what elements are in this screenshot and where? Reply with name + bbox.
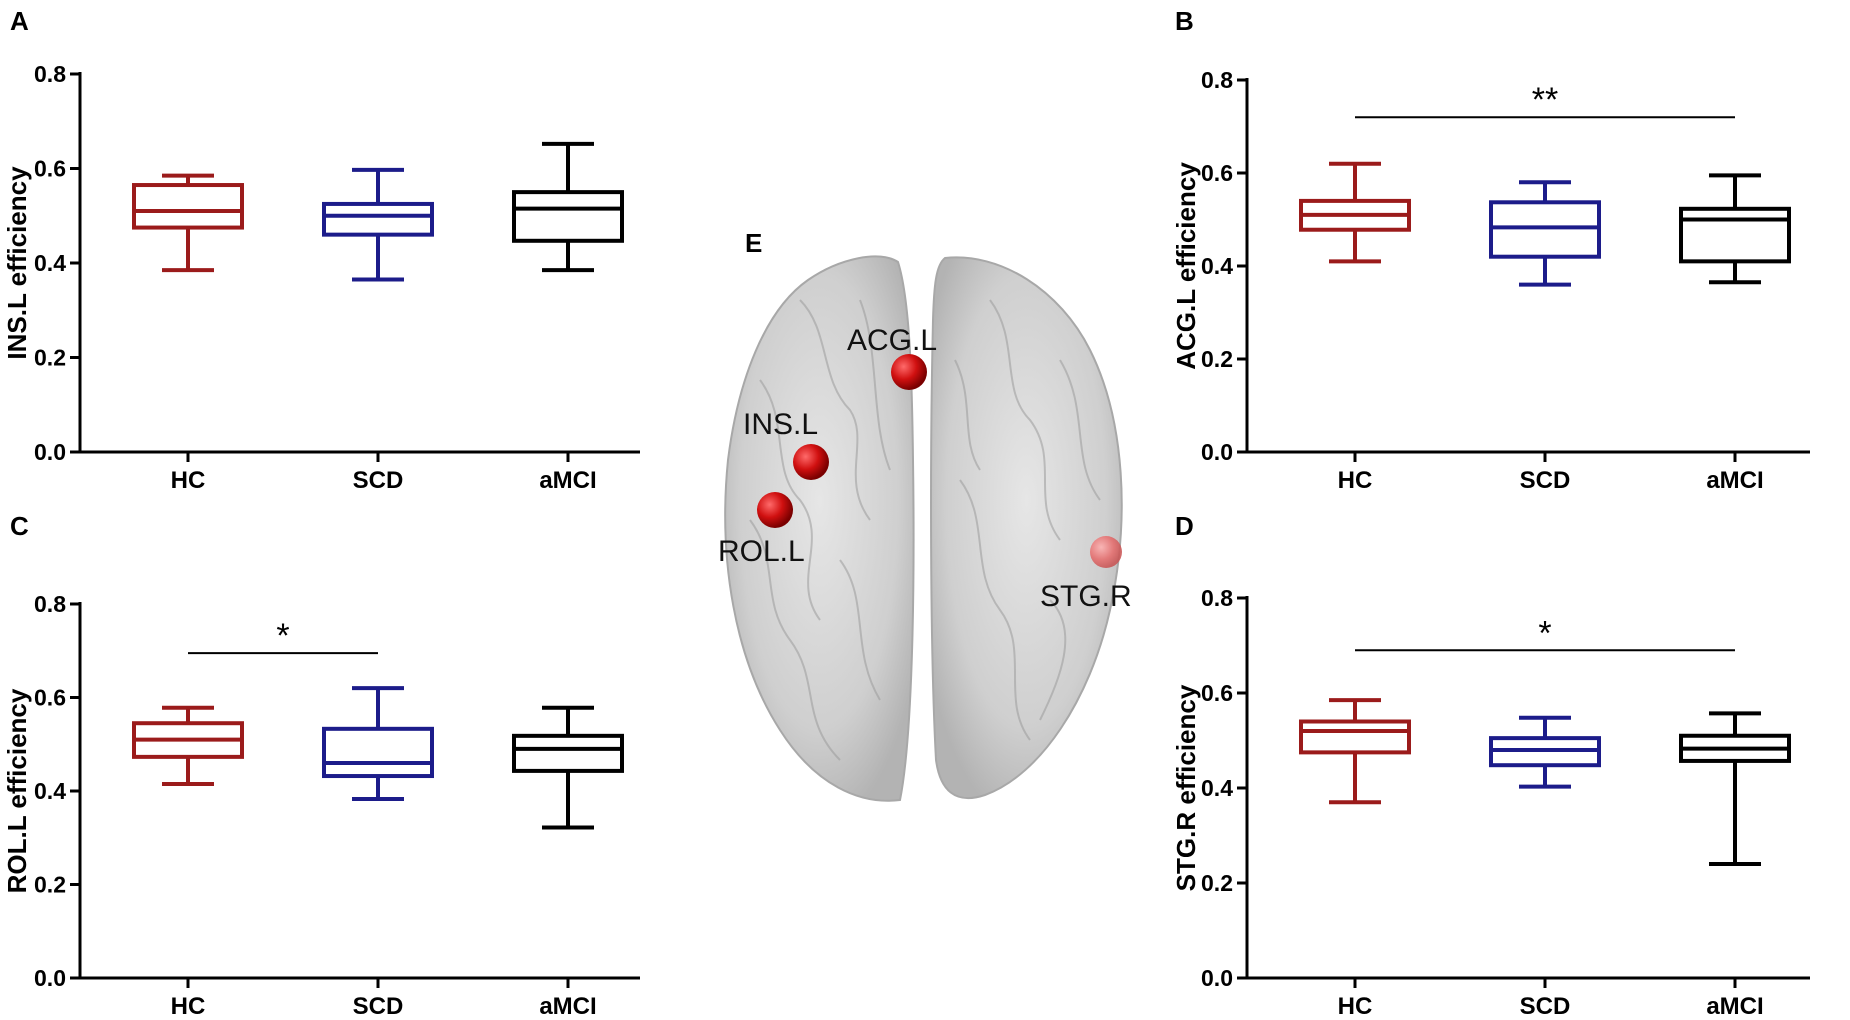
y-tick-label: 0.6 <box>1201 160 1233 186</box>
y-tick-label: 0.4 <box>1201 775 1233 801</box>
y-tick-label: 0.4 <box>1201 253 1233 279</box>
panel-letter-e: E <box>745 228 762 258</box>
box-amci <box>1679 173 1791 285</box>
box-amci <box>512 141 624 273</box>
iqr-box <box>1299 719 1411 755</box>
significance-marker: * <box>276 617 289 655</box>
iqr-box <box>512 733 624 773</box>
box-hc <box>1299 161 1411 264</box>
box-hc <box>1299 698 1411 805</box>
category-label-hc: HC <box>171 993 206 1020</box>
category-label-amci: aMCI <box>539 993 596 1020</box>
category-label-scd: SCD <box>1520 467 1571 494</box>
y-tick-label: 0.2 <box>1201 346 1233 372</box>
box-amci <box>512 705 624 830</box>
panel-letter-b: B <box>1175 6 1194 36</box>
right-hemisphere <box>930 256 1123 800</box>
iqr-box <box>322 201 434 237</box>
category-label-amci: aMCI <box>1706 467 1763 494</box>
y-axis-label: STG.R efficiency <box>1171 684 1201 891</box>
y-tick-label: 0.4 <box>34 778 66 804</box>
iqr-box <box>1679 206 1791 264</box>
panel-e-brain: E ACG.L INS.L ROL.L STG.R <box>718 228 1132 802</box>
category-label-scd: SCD <box>1520 993 1571 1020</box>
y-tick-label: 0.6 <box>34 685 66 711</box>
y-axis-label: ROL.L efficiency <box>2 688 32 893</box>
box-amci <box>1679 711 1791 866</box>
panel-letter-a: A <box>10 6 29 36</box>
y-axis-label: INS.L efficiency <box>2 166 32 360</box>
box-scd <box>322 686 434 801</box>
y-tick-label: 0.0 <box>1201 439 1233 465</box>
category-label-scd: SCD <box>353 467 404 494</box>
region-label-acg-l: ACG.L <box>847 324 937 357</box>
iqr-box <box>322 726 434 779</box>
iqr-box <box>1489 200 1601 259</box>
y-tick-label: 0.6 <box>34 156 66 182</box>
y-tick-label: 0.2 <box>1201 870 1233 896</box>
box-hc <box>132 705 244 786</box>
region-label-stg-r: STG.R <box>1040 580 1132 613</box>
panel-letter-c: C <box>10 511 29 541</box>
node-rol-l <box>757 492 793 528</box>
region-label-rol-l: ROL.L <box>718 535 805 568</box>
y-tick-label: 0.8 <box>1201 67 1233 93</box>
box-hc <box>132 173 244 273</box>
category-label-hc: HC <box>171 467 206 494</box>
y-tick-label: 0.0 <box>34 439 66 465</box>
y-tick-label: 0.2 <box>34 872 66 898</box>
iqr-box <box>512 190 624 243</box>
category-label-amci: aMCI <box>1706 993 1763 1020</box>
region-label-ins-l: INS.L <box>743 408 818 441</box>
y-axis-label: ACG.L efficiency <box>1171 162 1201 370</box>
category-label-hc: HC <box>1338 467 1373 494</box>
significance-marker: * <box>1538 614 1551 652</box>
panel-letter-d: D <box>1175 511 1194 541</box>
iqr-box <box>132 183 244 230</box>
category-label-scd: SCD <box>353 993 404 1020</box>
y-tick-label: 0.4 <box>34 250 66 276</box>
y-tick-label: 0.0 <box>34 965 66 991</box>
y-tick-label: 0.2 <box>34 345 66 371</box>
node-ins-l <box>793 444 829 480</box>
y-tick-label: 0.0 <box>1201 965 1233 991</box>
y-tick-label: 0.6 <box>1201 680 1233 706</box>
y-tick-label: 0.8 <box>34 61 66 87</box>
node-stg-r <box>1090 536 1122 568</box>
box-scd <box>1489 715 1601 789</box>
significance-marker: ** <box>1532 81 1558 119</box>
y-tick-label: 0.8 <box>34 591 66 617</box>
box-scd <box>1489 180 1601 287</box>
category-label-amci: aMCI <box>539 467 596 494</box>
category-label-hc: HC <box>1338 993 1373 1020</box>
node-acg-l <box>891 354 927 390</box>
gyri-texture <box>749 299 1101 761</box>
box-scd <box>322 167 434 282</box>
y-tick-label: 0.8 <box>1201 585 1233 611</box>
